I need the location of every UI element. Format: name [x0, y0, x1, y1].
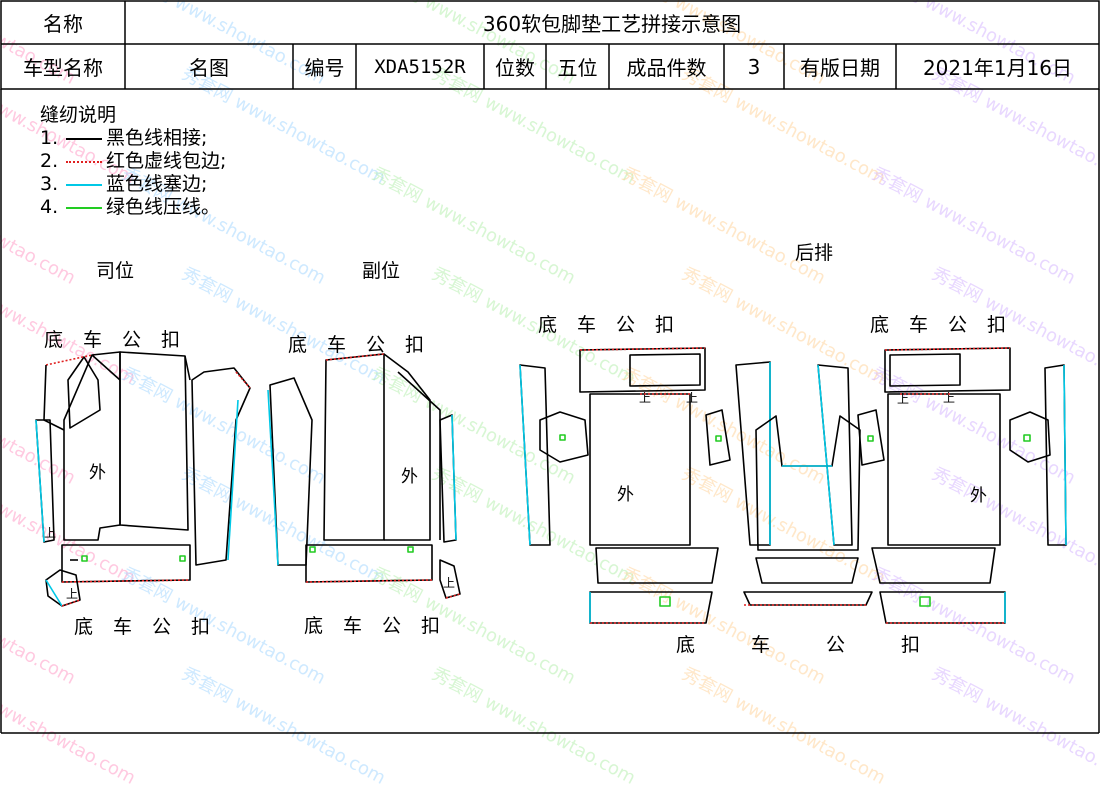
outside-label: 外	[617, 485, 634, 505]
clip-label: 底车公扣	[304, 615, 461, 637]
notes-item: 4. 绿色线压线。	[40, 196, 226, 219]
driver-mat	[35, 351, 251, 607]
notes-item: 1. 黑色线相接;	[40, 127, 226, 150]
notes-item-num: 1.	[40, 127, 59, 149]
black-line-sample	[66, 137, 102, 140]
clip-label: 底车公扣	[538, 314, 695, 336]
rear-center-tunnel	[743, 415, 873, 606]
name-label: 名称	[43, 12, 83, 36]
notes-item: 2. 红色虚线包边;	[40, 150, 226, 173]
notes-item-text: 黑色线相接;	[106, 127, 208, 149]
notes-item-num: 2.	[40, 150, 59, 172]
notes-item-num: 4.	[40, 196, 59, 218]
clip-label: 底车公扣	[676, 634, 977, 656]
notes-title: 缝纫说明	[40, 104, 117, 126]
page-title: 360软包脚垫工艺拼接示意图	[482, 12, 742, 36]
notes-item-text: 蓝色线塞边;	[106, 173, 208, 195]
count-value: 3	[747, 54, 761, 79]
notes-item-text: 绿色线压线。	[106, 196, 221, 218]
count-label: 成品件数	[626, 56, 707, 80]
seats-value: 五位	[557, 56, 598, 80]
notes-item: 3. 蓝色线塞边;	[40, 173, 226, 196]
notes-item-text: 红色虚线包边;	[106, 150, 227, 172]
date-label: 有版日期	[800, 56, 880, 80]
red-dotted-sample	[66, 160, 102, 163]
seats-label: 位数	[495, 56, 535, 80]
rear-section-title: 后排	[795, 242, 834, 264]
clip-label: 底车公扣	[288, 334, 445, 356]
model-label: 车型名称	[23, 56, 103, 80]
body-border	[0, 89, 1100, 734]
sewing-notes: 缝纫说明 1. 黑色线相接; 2. 红色虚线包边; 3. 蓝色线塞边; 4. 绿…	[40, 104, 226, 219]
clip-label: 底车公扣	[870, 314, 1027, 336]
diagram-label: 名图	[189, 56, 229, 80]
rear-right-mat	[817, 347, 1067, 624]
header-grid	[0, 0, 1100, 90]
clip-label: 底车公扣	[74, 616, 231, 638]
blue-line-sample	[66, 183, 102, 186]
outside-label: 外	[401, 467, 418, 487]
outside-label: 外	[89, 463, 106, 483]
driver-section-title: 司位	[96, 260, 135, 282]
header-table: 名称 360软包脚垫工艺拼接示意图 车型名称 名图 编号 XDA5152R 位数…	[0, 0, 1100, 90]
passenger-mat	[267, 353, 461, 599]
code-label: 编号	[304, 56, 345, 80]
up-marker: 上	[66, 587, 79, 601]
date-value: 2021年1月16日	[922, 56, 1073, 80]
green-line-sample	[66, 206, 102, 209]
passenger-section-title: 副位	[362, 260, 401, 282]
outside-label: 外	[970, 486, 987, 506]
up-marker: 上	[897, 392, 910, 406]
up-marker: 上	[443, 576, 456, 590]
rear-left-mat	[519, 347, 771, 624]
code-value: XDA5152R	[374, 55, 466, 78]
clip-label: 底车公扣	[44, 329, 201, 351]
pattern-drawing	[35, 347, 1067, 624]
notes-item-num: 3.	[40, 173, 59, 195]
